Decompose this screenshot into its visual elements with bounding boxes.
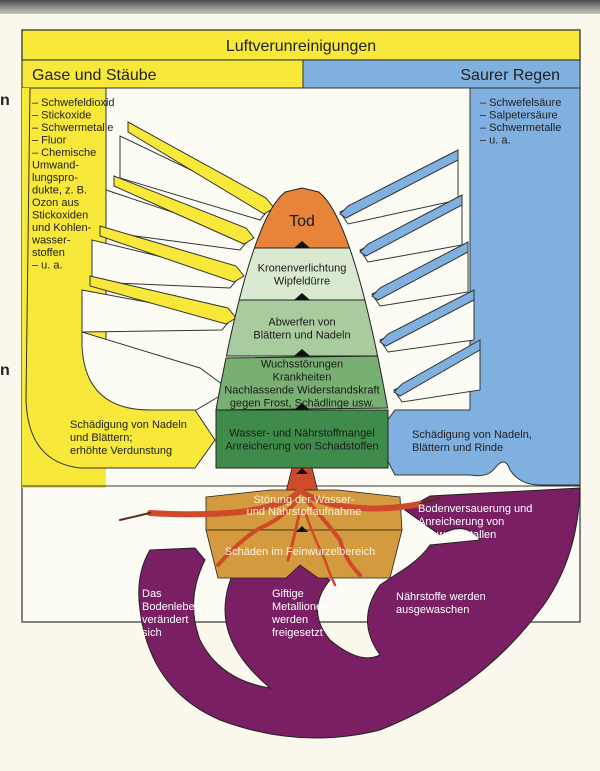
root-stage-label: Störung der Wasser- [253,494,354,506]
tree-stage-label: Anreicherung von Schadstoffen [225,441,378,453]
right-pollutant-arrow [339,149,459,219]
soil-effect-label: ausgewaschen [396,604,469,616]
right-pollutant-arrow [379,289,475,347]
left-category-label: Gase und Stäube [32,67,157,84]
right-pollutant-arrow [371,241,469,301]
right-pollutant-list: – Schwefelsäure– Salpetersäure– Schwerme… [480,97,561,147]
root-stage-label: Schäden im Feinwurzelbereich [225,546,375,558]
soil-effect-label: Nährstoffe werden [396,591,486,603]
left-effect-line: Schädigung von Nadeln [70,419,187,431]
left-effect-line: und Blättern; [70,432,132,444]
soil-effect-label: Metallionen [272,601,328,613]
left-list-item: und Kohlen- [32,222,92,234]
diagram-title: Luftverunreinigungen [226,38,376,55]
left-list-item: – Stickoxide [32,110,91,122]
left-pollutant-arrow [127,121,275,215]
tree-stage-label: Wasser- und Nährstoffmangel [229,428,375,440]
right-list-item: – Schwefelsäure [480,97,561,109]
tree-stage-5 [215,409,389,469]
tree-stage-3 [225,299,379,357]
right-list-item: – u. a. [480,135,511,147]
left-pollutant-arrow [99,225,245,283]
tree-stage-label: Abwerfen von [268,317,335,329]
left-list-item: – Fluor [32,135,67,147]
left-list-item: Ozon aus [32,197,80,209]
soil-effect-label: freigesetzt [272,627,323,639]
margin-mark-bottom: n [0,362,10,379]
tree-stage-label: Kronenverlichtung [258,263,347,275]
soil-effect-label: verändert [142,614,188,626]
left-list-item: – Schwefeldioxid [32,97,115,109]
right-effect-text: Schädigung von Nadeln,Blättern und Rinde [412,429,532,454]
left-list-item: – Chemische [32,147,96,159]
left-list-item: stoffen [32,247,65,259]
root-arrow-marker [296,526,308,532]
soil-effect-label: Bodenleben [142,601,201,613]
root-stage-text: Störung der Wasser-und Nährstoffaufnahme… [225,494,375,558]
left-list-item: – u. a. [32,260,63,272]
right-pollutant-arrow [393,339,481,397]
left-effect-line: erhöhte Verdunstung [70,445,172,457]
acid-rain-flow-shape [374,87,581,486]
tree-stage-label: Blättern und Nadeln [253,330,350,342]
stage-arrow-marker [294,349,310,356]
trunk-arrow-marker [296,468,308,474]
soil-effect-label: Anreicherung von [418,516,504,528]
tree-stage-label: Wipfeldürre [274,276,330,288]
left-list-item: lungspro- [32,172,78,184]
tree-stage-label: Nachlassende Widerstandskraft [224,385,379,397]
left-pollutant-list: – Schwefeldioxid– Stickoxide– Schwermeta… [31,97,115,272]
tree-stage-label: Krankheiten [273,372,332,384]
left-list-item: Stickoxiden [32,210,88,222]
right-category-bar [302,59,581,89]
stage-arrow-marker [294,293,310,300]
left-list-item: dukte, z. B. [32,185,87,197]
left-list-item: wasser- [31,235,71,247]
tree-stage-label: Tod [289,213,315,230]
right-effect-line: Schädigung von Nadeln, [412,429,532,441]
left-list-item: – Schwermetalle [32,122,113,134]
right-category-label: Saurer Regen [460,67,560,84]
soil-effect-label: Giftige [272,588,304,600]
left-cutout [81,331,231,411]
left-list-item: Umwand- [32,160,79,172]
right-list-item: – Salpetersäure [480,110,558,122]
soil-effect-label: Schwermetallen [418,529,496,541]
margin-mark-top: n [0,92,10,109]
stage-arrow-marker [294,241,310,248]
soil-effect-label: werden [271,614,308,626]
soil-effect-label: Das [142,588,162,600]
right-list-item: – Schwermetalle [480,122,561,134]
soil-effect-label: Bodenversauerung und [418,503,532,515]
left-pollutant-arrow [113,175,255,245]
left-pollutant-arrow [89,275,237,325]
right-pollutant-arrow [359,194,463,257]
scan-top-edge [0,0,600,14]
soil-effects-shape [138,487,581,739]
root-stage-label: und Nährstoffaufnahme [247,506,362,518]
right-effect-line: Blättern und Rinde [412,442,503,454]
tree-stage-label: Wuchsstörungen [261,359,343,371]
stage-arrow-marker [294,403,310,410]
tree-roots [119,487,441,587]
soil-effect-label: sich [142,627,162,639]
